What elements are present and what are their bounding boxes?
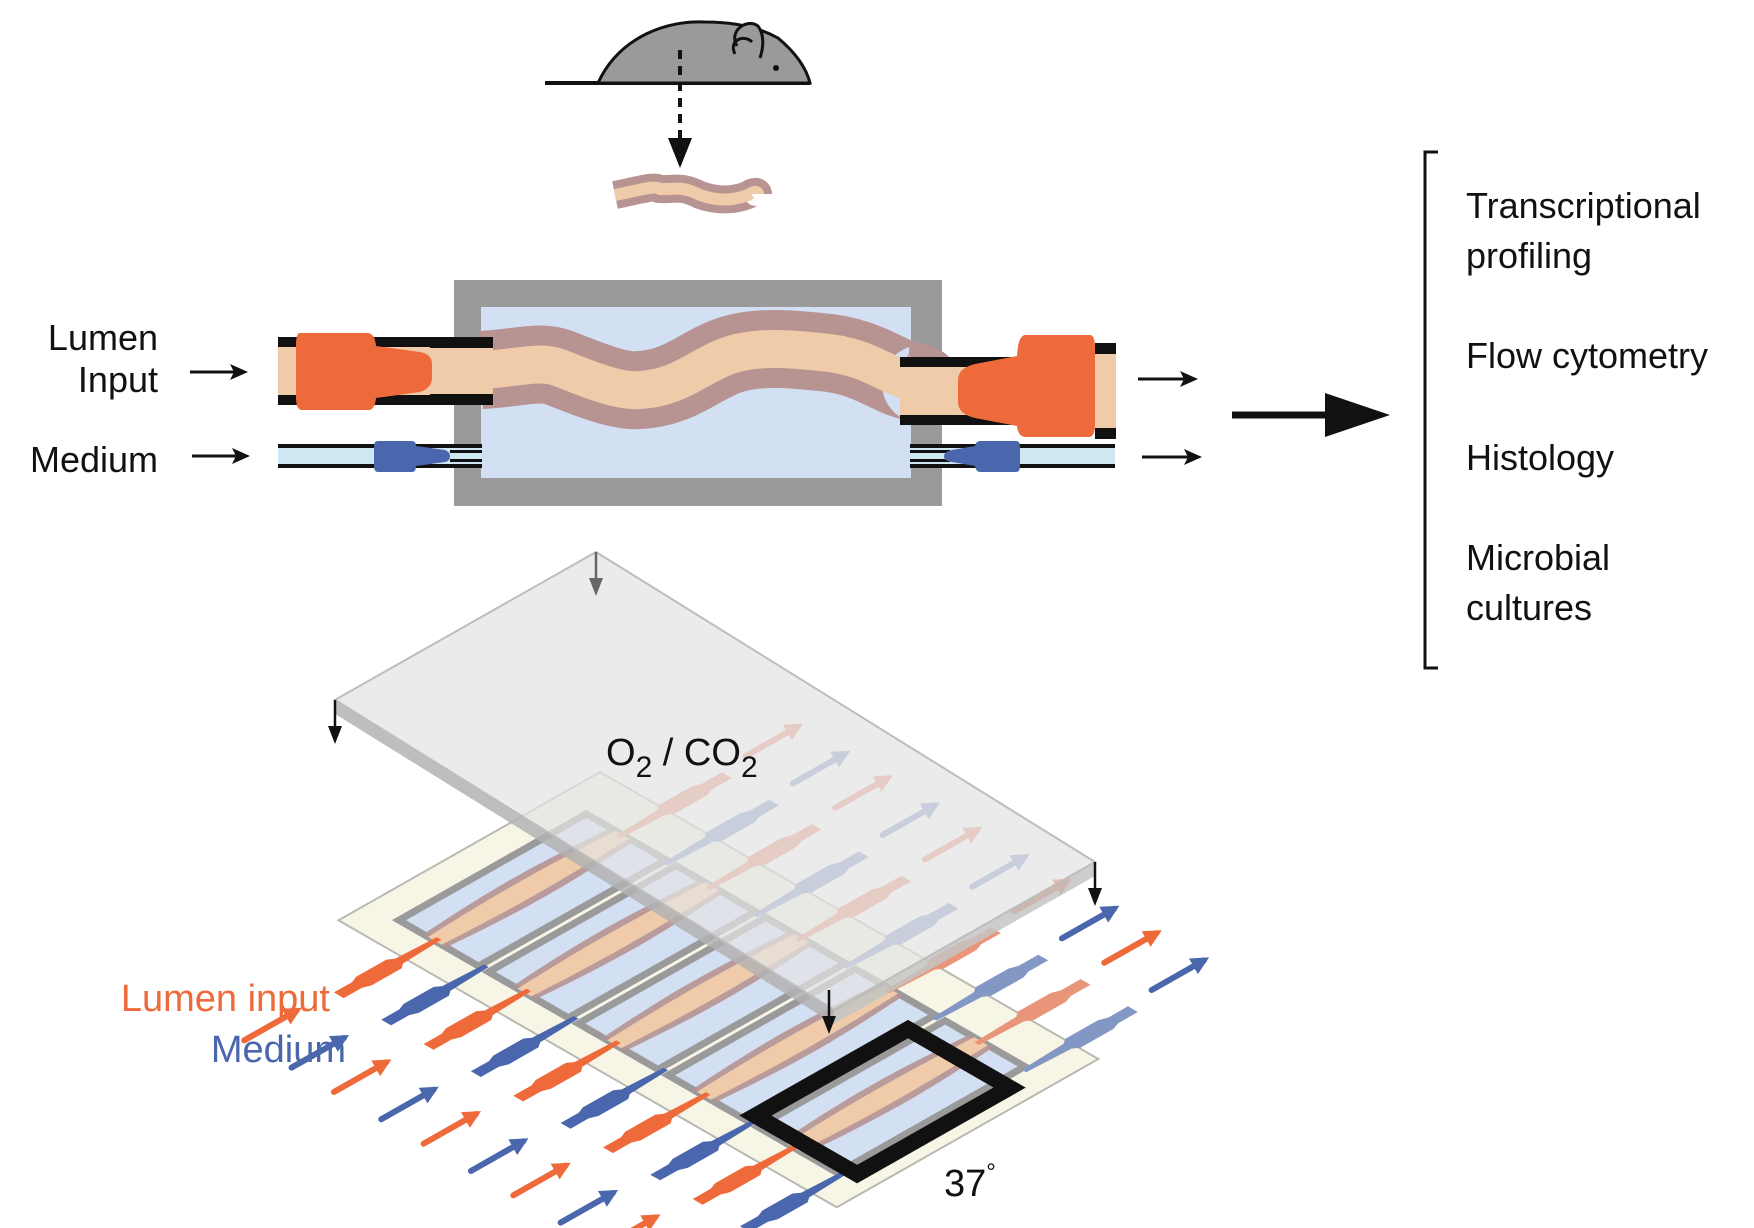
culture-chamber — [454, 280, 961, 506]
medium-output-flow-arrow-head — [1099, 905, 1120, 923]
highlighted-device-frame — [739, 1019, 1026, 1184]
lid-drop-arrow-right-head — [1088, 888, 1102, 906]
medium-output-arrow — [1142, 449, 1202, 465]
tissue-segment-icon — [612, 173, 772, 214]
gas-sep: / CO — [652, 732, 741, 774]
temperature-value: 37 — [944, 1163, 986, 1205]
device-lumen-inlet — [513, 1040, 621, 1102]
device-lumen-inlet — [333, 937, 442, 999]
medium-input-arrow — [192, 448, 250, 464]
gas-sub2: 2 — [741, 751, 758, 784]
output-item-transcriptional: Transcriptional — [1466, 185, 1701, 226]
lumen-input-flow-arrow-head — [371, 1059, 392, 1077]
lumen-output-flow-arrow-head — [1141, 930, 1162, 947]
lumen-input-arrow — [190, 364, 248, 380]
lid-front-edge — [335, 699, 834, 1024]
gas-sub1: 2 — [636, 751, 653, 784]
device-lumen-inlet — [603, 1092, 711, 1154]
lid-drop-arrow-back-head — [589, 578, 603, 596]
lumen-input-flow-arrow-head — [550, 1162, 571, 1180]
svg-text:37°: 37° — [944, 1159, 996, 1205]
device-medium-outlet — [932, 954, 1049, 1021]
medium-input-flow-arrow-head — [329, 1035, 350, 1052]
analysis-arrow — [1232, 393, 1390, 437]
outputs-list: Transcriptional profiling Flow cytometry… — [1466, 185, 1708, 628]
output-item-microbial-line2: cultures — [1466, 587, 1592, 628]
output-item-transcriptional-line2: profiling — [1466, 235, 1592, 276]
incubator-array — [241, 550, 1210, 1228]
device-medium-inlet — [470, 1016, 579, 1077]
device-lumen-inlet — [423, 988, 531, 1050]
device-tissue-lumen — [786, 1037, 988, 1152]
output-item-microbial: Microbial — [1466, 537, 1610, 578]
medium-outlet-connector — [910, 441, 1115, 472]
dissection-arrow — [668, 50, 692, 168]
medium-label: Medium — [30, 439, 158, 480]
lumen-input-flow-arrow-head — [281, 1007, 302, 1025]
lumen-outlet-connector — [900, 335, 1116, 439]
device-medium-inlet — [560, 1067, 669, 1129]
device-medium-inlet — [381, 964, 489, 1026]
gas-exchange-label: O2 / CO2 — [606, 732, 758, 784]
legend-medium: Medium — [211, 1029, 346, 1071]
device-lumen-inlet — [692, 1143, 801, 1205]
lid-drop-arrow-left-head — [328, 726, 342, 744]
lid-drop-arrow-inner-head — [822, 1016, 836, 1034]
medium-input-flow-arrow-head — [598, 1190, 619, 1207]
output-item-histology: Histology — [1466, 437, 1614, 478]
device-medium-inlet — [740, 1171, 848, 1228]
lid-side-edge — [834, 862, 1095, 1024]
gas-o: O — [606, 732, 636, 774]
mouse-icon — [545, 20, 812, 85]
medium-output-flow-arrow-head — [1189, 957, 1210, 975]
outputs-bracket — [1423, 150, 1438, 670]
device-5 — [630, 930, 1210, 1228]
device-medium-inlet — [650, 1119, 758, 1181]
lumen-input-label-line2: Input — [78, 359, 158, 400]
output-item-flow-cytometry: Flow cytometry — [1466, 335, 1708, 376]
medium-inlet-connector — [278, 441, 482, 472]
device-lumen-outlet — [974, 979, 1091, 1045]
temperature-label: 37° — [944, 1159, 996, 1205]
temperature-unit: ° — [986, 1159, 996, 1186]
lumen-inlet-connector — [278, 333, 493, 410]
legend-lumen-input: Lumen input — [121, 978, 331, 1020]
lumen-input-flow-arrow-head — [461, 1111, 482, 1128]
lumen-output-arrow — [1138, 371, 1198, 387]
medium-input-flow-arrow-head — [418, 1086, 439, 1104]
lumen-input-label-line1: Lumen — [48, 317, 158, 358]
device-medium-outlet — [1021, 1006, 1138, 1073]
svg-text:O2 / CO2: O2 / CO2 — [606, 732, 758, 784]
lid-top-surface — [333, 550, 1097, 1012]
medium-input-flow-arrow-head — [508, 1138, 529, 1155]
lumen-input-flow-arrow-head — [640, 1214, 661, 1228]
